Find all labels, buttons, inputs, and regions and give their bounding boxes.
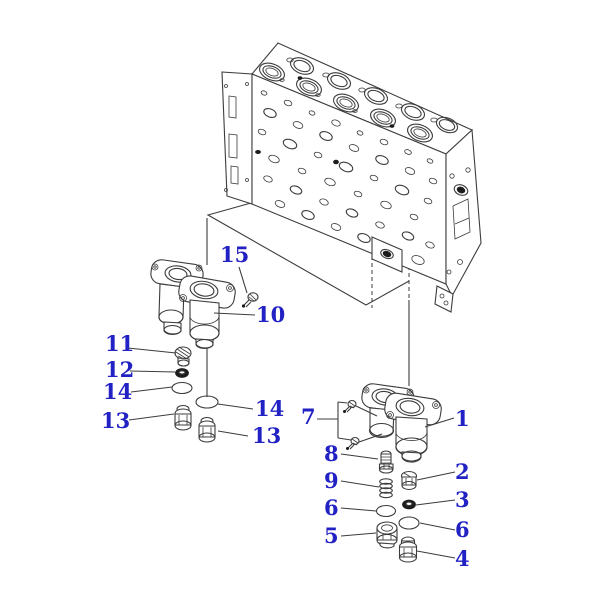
part-1-valve-body [361,383,442,463]
callout-7: 7 [301,404,316,429]
part-5-socket-plug [376,521,398,549]
callout-4: 4 [455,546,470,571]
part-9-spring [379,478,393,499]
part-6-o-ring-right [398,516,420,530]
part-7-screws [317,399,383,450]
callout-14-left: 14 [103,379,133,404]
callout-14-right: 14 [255,396,285,421]
part-14-o-ring-left [171,381,193,395]
main-valve-block [221,42,482,313]
callout-6-right: 6 [455,517,470,542]
callout-2: 2 [455,459,470,484]
part-13-plug-right [198,416,216,443]
callout-8: 8 [324,441,339,466]
callout-5: 5 [324,523,339,548]
callout-9: 9 [324,468,339,493]
top-ports [259,57,459,143]
front-face-holes [255,90,438,273]
callout-11: 11 [105,331,135,356]
callout-13-left: 13 [101,408,131,433]
callout-13-right: 13 [252,423,282,448]
part-6-o-ring-left [375,504,397,518]
callout-leader-lines [127,312,456,559]
part-8-valve-plug [378,450,394,474]
part-15-screw [238,266,259,308]
mounting-plane-outline [206,202,410,306]
callout-12: 12 [105,357,135,382]
part-3-o-ring [402,499,416,510]
callout-10: 10 [256,302,286,327]
part-4-plug [398,536,418,563]
right-face-details [434,167,471,313]
part-10-valve-body [150,259,236,350]
callout-15: 15 [220,242,250,267]
part-11-plug [174,346,192,367]
part-13-plug-left [174,404,192,431]
callout-1: 1 [455,406,470,431]
part-12-o-ring [175,368,189,378]
part-14-o-ring-right [195,395,219,409]
part-2-plug [400,470,418,491]
callout-6-left: 6 [324,495,339,520]
callout-3: 3 [455,487,470,512]
leader-lines-main [206,218,410,397]
